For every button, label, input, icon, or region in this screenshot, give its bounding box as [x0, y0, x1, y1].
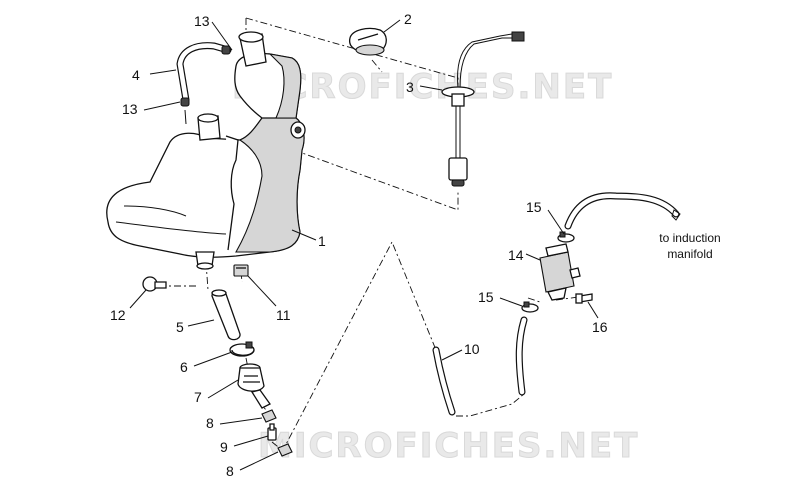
callout-1: 1	[318, 233, 326, 249]
valve-14	[539, 243, 581, 301]
callout-6: 6	[180, 359, 188, 375]
clamp-13-top	[221, 45, 231, 55]
clip-8-lower	[277, 443, 293, 457]
clamp-15-lower	[521, 301, 539, 313]
callout-10: 10	[464, 341, 480, 357]
callout-labels: 13 2 4 3 13 1 15 14 15 16 12 11 5 10 6 7…	[110, 11, 608, 479]
callout-13-top: 13	[194, 13, 210, 29]
callout-5: 5	[176, 319, 184, 335]
clip-8-upper	[261, 409, 277, 423]
note-line-2: manifold	[667, 247, 712, 261]
callout-9: 9	[220, 439, 228, 455]
pipe-5	[211, 289, 241, 341]
callout-8-upper: 8	[206, 415, 214, 431]
callout-8-lower: 8	[226, 463, 234, 479]
callout-15-bottom: 15	[478, 289, 494, 305]
callout-7: 7	[194, 389, 202, 405]
clamp-13-bottom	[180, 97, 190, 107]
callout-12: 12	[110, 307, 126, 323]
callout-4: 4	[132, 67, 140, 83]
clamp-15-upper	[557, 231, 575, 243]
filler-cap	[348, 27, 387, 56]
screw-12	[142, 276, 167, 292]
callout-16: 16	[592, 319, 608, 335]
callout-leaders	[129, 19, 599, 471]
clamp-6	[229, 341, 255, 357]
vacuum-hose-lower	[515, 316, 528, 396]
fuel-level-sender	[441, 31, 525, 187]
fitting-9	[267, 423, 277, 441]
watermark-bottom: MICROFICHES.NET	[258, 426, 639, 466]
clip-11	[233, 264, 249, 277]
screw-16	[575, 293, 593, 304]
callout-15-top: 15	[526, 199, 542, 215]
hose-10	[432, 346, 456, 416]
callout-2: 2	[404, 11, 412, 27]
callout-11: 11	[276, 307, 291, 323]
callout-13-bottom: 13	[122, 101, 138, 117]
fuel-tap-7	[237, 363, 271, 409]
sender-connector	[511, 31, 525, 42]
callout-3: 3	[406, 79, 414, 95]
breather-hose	[176, 42, 232, 125]
vacuum-hose-upper	[564, 192, 681, 230]
note-line-1: to induction	[659, 231, 720, 245]
callout-14: 14	[508, 247, 524, 263]
fuel-tank	[106, 31, 306, 270]
